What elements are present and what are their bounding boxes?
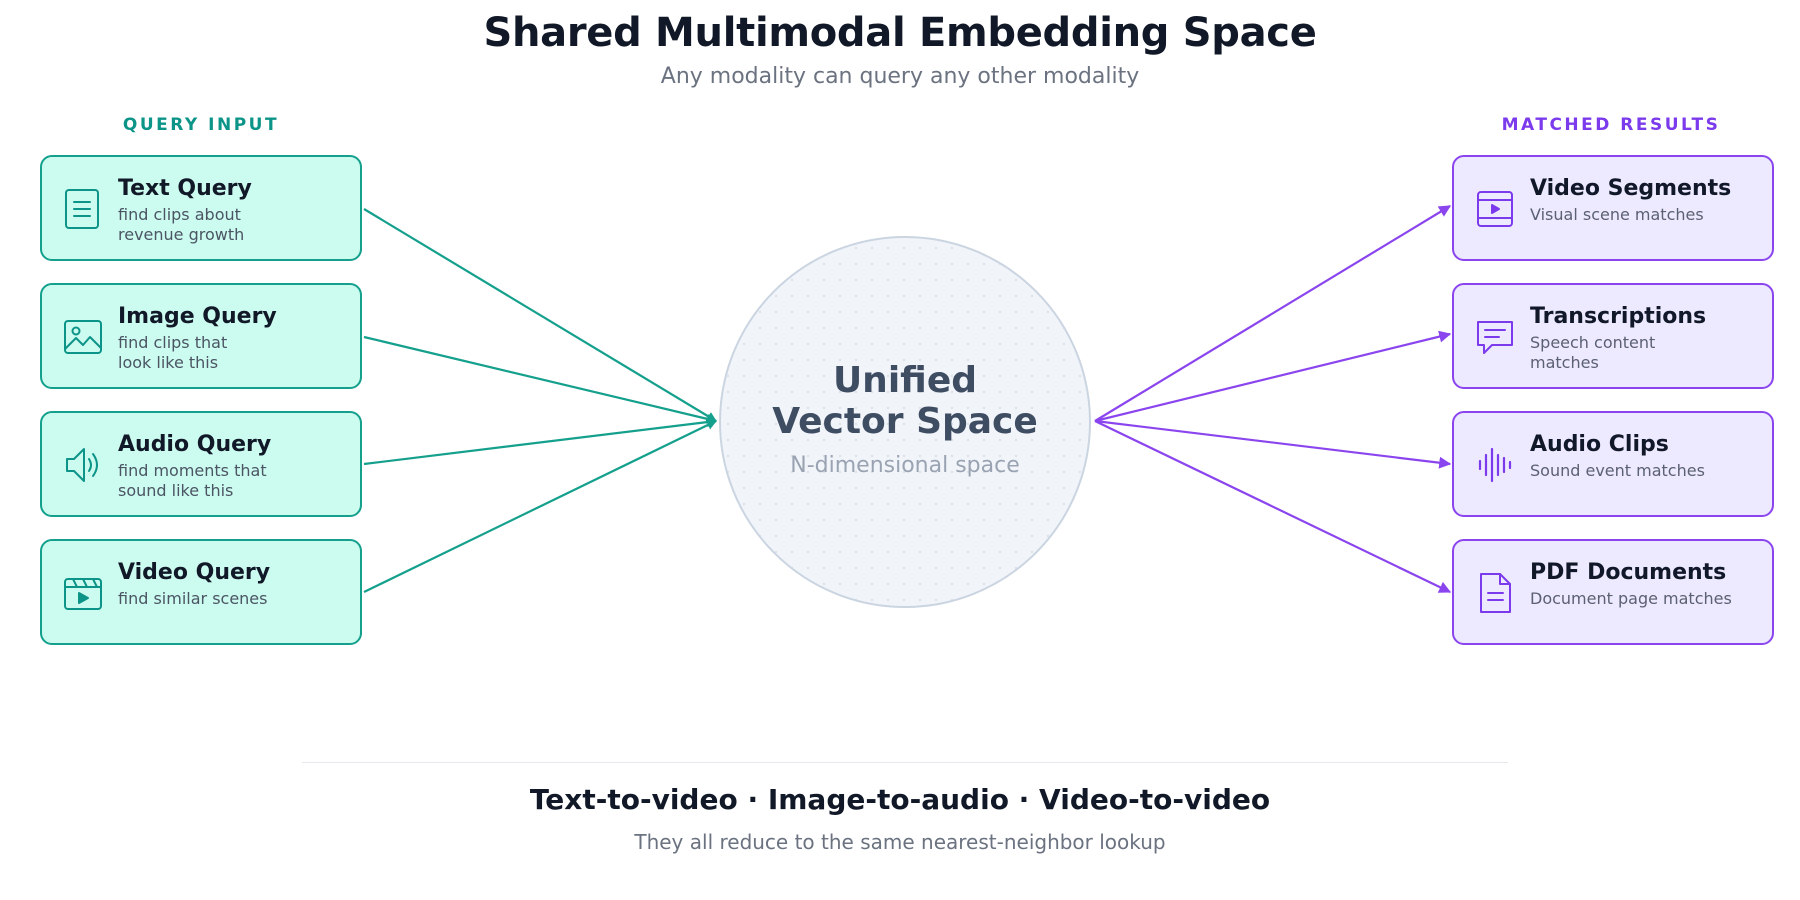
connector-video-segments (1094, 205, 1452, 422)
query-card-video: Video Query find similar scenes (40, 539, 362, 645)
query-card-title: Image Query (118, 304, 277, 329)
connector-transcriptions (1094, 330, 1452, 423)
query-card-audio: Audio Query find moments that sound like… (40, 411, 362, 517)
clapperboard-icon (62, 571, 104, 615)
document-icon (1474, 571, 1516, 615)
result-card-transcriptions: Transcriptions Speech content matches (1452, 283, 1774, 389)
result-connectors (1094, 205, 1452, 593)
waveform-icon (1474, 443, 1516, 487)
hub-subtitle: N-dimensional space (790, 453, 1020, 478)
result-card-pdf-documents: PDF Documents Document page matches (1452, 539, 1774, 645)
query-card-description: find moments that sound like this (118, 461, 267, 500)
page-subtitle: Any modality can query any other modalit… (660, 64, 1140, 89)
document-text-icon (62, 187, 104, 231)
hub-circle (719, 236, 1091, 608)
result-card-description: Speech content matches (1530, 333, 1656, 372)
result-card-description: Document page matches (1530, 589, 1732, 608)
footer-subtitle: They all reduce to the same nearest-neig… (634, 830, 1166, 854)
query-card-description: find similar scenes (118, 589, 268, 608)
query-card-title: Audio Query (118, 432, 272, 457)
footer-divider (302, 762, 1508, 763)
hub-title: Unified Vector Space (772, 360, 1038, 442)
query-card-description: find clips about revenue growth (118, 205, 245, 244)
footer-title: Text-to-video · Image-to-audio · Video-t… (529, 783, 1271, 816)
query-card-image: Image Query find clips that look like th… (40, 283, 362, 389)
query-card-title: Text Query (118, 176, 252, 201)
connector-pdf-documents (1094, 420, 1452, 593)
connector-image-query (363, 335, 717, 424)
result-card-description: Sound event matches (1530, 461, 1705, 480)
result-card-video-segments: Video Segments Visual scene matches (1452, 155, 1774, 261)
query-card-description: find clips that look like this (118, 333, 228, 372)
speech-bubble-icon (1474, 315, 1516, 359)
result-card-title: Transcriptions (1530, 304, 1707, 329)
speaker-icon (62, 443, 104, 487)
query-column-label: QUERY INPUT (122, 115, 280, 135)
result-card-description: Visual scene matches (1530, 205, 1704, 224)
result-card-title: Video Segments (1530, 176, 1732, 201)
video-frame-icon (1474, 187, 1516, 231)
result-card-title: PDF Documents (1530, 560, 1727, 585)
image-icon (62, 315, 104, 359)
query-card-text: Text Query find clips about revenue grow… (40, 155, 362, 261)
connector-audio-clips (1094, 419, 1452, 469)
result-card-title: Audio Clips (1530, 432, 1669, 457)
connector-video-query (363, 420, 717, 593)
results-column-label: MATCHED RESULTS (1501, 115, 1721, 135)
query-connectors (363, 208, 717, 593)
query-card-title: Video Query (118, 560, 271, 585)
result-card-audio-clips: Audio Clips Sound event matches (1452, 411, 1774, 517)
connector-audio-query (363, 417, 717, 466)
page-title: Shared Multimodal Embedding Space (483, 10, 1317, 56)
connector-text-query (363, 208, 717, 422)
